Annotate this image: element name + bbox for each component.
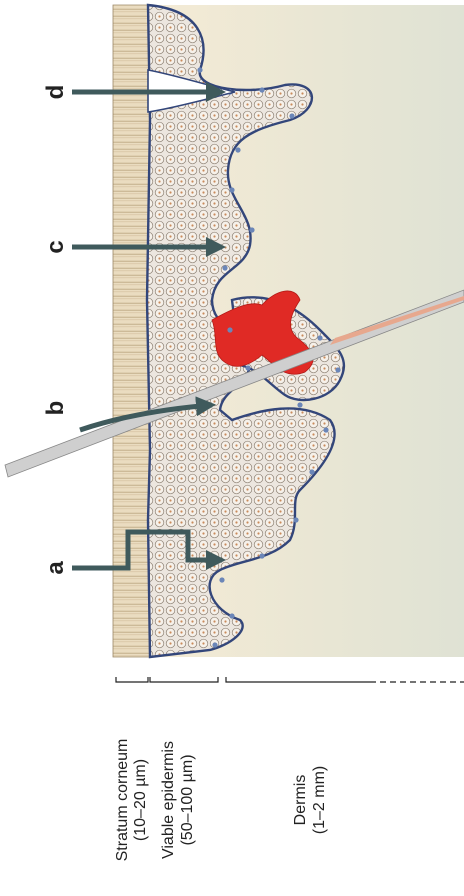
layer-labels: Stratum corneum (10–20 µm) Viable epider…	[114, 739, 328, 862]
skin-cross-section	[5, 5, 464, 657]
thickness-dermis: (1–2 mm)	[311, 766, 328, 834]
bracket-viable-epidermis	[150, 677, 218, 682]
marker-b: b	[42, 401, 69, 416]
panel-markers: d c b a	[42, 85, 69, 575]
marker-c: c	[42, 240, 69, 253]
label-viable-epidermis: Viable epidermis	[160, 741, 177, 859]
thickness-viable-epidermis: (50–100 µm)	[179, 754, 196, 845]
bracket-dermis	[226, 677, 370, 682]
layer-scale	[116, 677, 464, 682]
marker-a: a	[42, 561, 69, 575]
marker-d: d	[42, 85, 69, 100]
bracket-stratum-corneum	[116, 677, 148, 682]
thickness-stratum-corneum: (10–20 µm)	[132, 759, 149, 841]
stratum-corneum-layer	[113, 5, 150, 657]
label-dermis: Dermis	[292, 775, 309, 826]
label-stratum-corneum: Stratum corneum	[114, 739, 131, 862]
